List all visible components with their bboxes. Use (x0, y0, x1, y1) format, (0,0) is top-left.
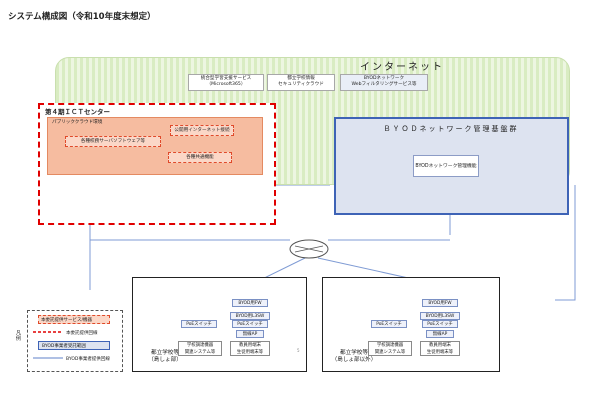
legend-blue-line (33, 357, 63, 359)
byod-fw: BYOD用FW (232, 299, 268, 307)
poe-switch-left: PoEスイッチ (371, 320, 407, 328)
device-line: 学校調達機器 (186, 343, 214, 348)
service-line: （Microsoft365） (206, 82, 246, 88)
device-line: 関連システム等 (374, 350, 406, 355)
legend-swatch-service (38, 315, 110, 324)
byod-fw: BYOD用FW (422, 299, 458, 307)
service-line: セキュリティクラウド (278, 82, 324, 88)
ict-center-label: 第４期ＩＣＴセンター (45, 108, 110, 116)
device-line: 生徒用端末等 (426, 350, 454, 355)
school-devices-box: 学校調達機器 関連システム等 (368, 341, 412, 356)
school-islands-box (132, 277, 307, 372)
school-devices-box: 学校調達機器 関連システム等 (178, 341, 222, 356)
school-label-line: （島しょ部以外） (331, 357, 377, 363)
legend-item-contract-line: 本委託提供回線 (66, 331, 98, 336)
device-line: 学校調達機器 (376, 343, 404, 348)
service-microsoft365: 統合型学習支援サービス （Microsoft365） (188, 74, 264, 91)
device-line: 教員用端末 (239, 343, 261, 348)
legend-item-byod-scope: BYOD事業者受託範囲 (42, 344, 86, 349)
line-core-right (555, 185, 576, 301)
byod-l3sw: BYOD用L3SW (230, 312, 270, 320)
school-other-label: 都立学校等 （島しょ部以外） (326, 350, 382, 364)
box-common-functions: 各種共通機能 (168, 152, 232, 163)
wireless-ap: 無線AP (426, 330, 454, 338)
legend-item-service: 本委託提供サービス/機器 (41, 318, 93, 323)
user-terminals-box: 教員用端末 生徒用端末等 (420, 341, 460, 356)
service-line: 都立学校情報 (287, 76, 315, 81)
service-security-cloud: 都立学校情報 セキュリティクラウド (267, 74, 335, 91)
byod-management-function: BYODネットワーク管理機能 (413, 155, 479, 177)
device-line: 教員用端末 (429, 343, 451, 348)
poe-switch-right: PoEスイッチ (422, 320, 458, 328)
page-title: システム構成図（令和10年度末想定） (8, 12, 156, 22)
box-public-internet: 公開用インターネット接続 (170, 125, 234, 136)
school-label-line: 都立学校等 (151, 350, 179, 356)
internet-label: インターネット (360, 62, 444, 73)
byod-l3sw: BYOD用L3SW (420, 312, 460, 320)
legend-side-label: 凡例 (15, 330, 21, 341)
poe-switch-right: PoEスイッチ (232, 320, 268, 328)
service-line: BYODネットワーク (363, 76, 405, 81)
school-label-line: （島しょ部） (148, 357, 182, 363)
legend-red-dash-line (33, 331, 63, 333)
device-line: 生徒用端末等 (236, 350, 264, 355)
byod-management-label: ＢＹＯＤネットワーク管理基盤群 (383, 125, 519, 133)
page-number: 5 (297, 348, 300, 353)
school-label-line: 都立学校等 (340, 350, 368, 356)
box-school-servers: 各種校務サーバソフトウェア等 (65, 136, 161, 147)
legend-swatch-byod (38, 341, 110, 350)
school-islands-label: 都立学校等 （島しょ部） (140, 350, 190, 364)
public-cloud-label: パブリッククラウド環境 (52, 120, 103, 125)
poe-switch-left: PoEスイッチ (181, 320, 217, 328)
device-line: 関連システム等 (184, 350, 216, 355)
service-line: Webフィルタリングサービス等 (351, 82, 417, 88)
user-terminals-box: 教員用端末 生徒用端末等 (230, 341, 270, 356)
service-web-filtering: BYODネットワーク Webフィルタリングサービス等 (340, 74, 428, 91)
wireless-ap: 無線AP (236, 330, 264, 338)
service-line: 統合型学習支援サービス (200, 76, 252, 81)
legend-item-byod-line: BYOD事業者提供回線 (66, 357, 110, 362)
school-other-box (322, 277, 500, 372)
